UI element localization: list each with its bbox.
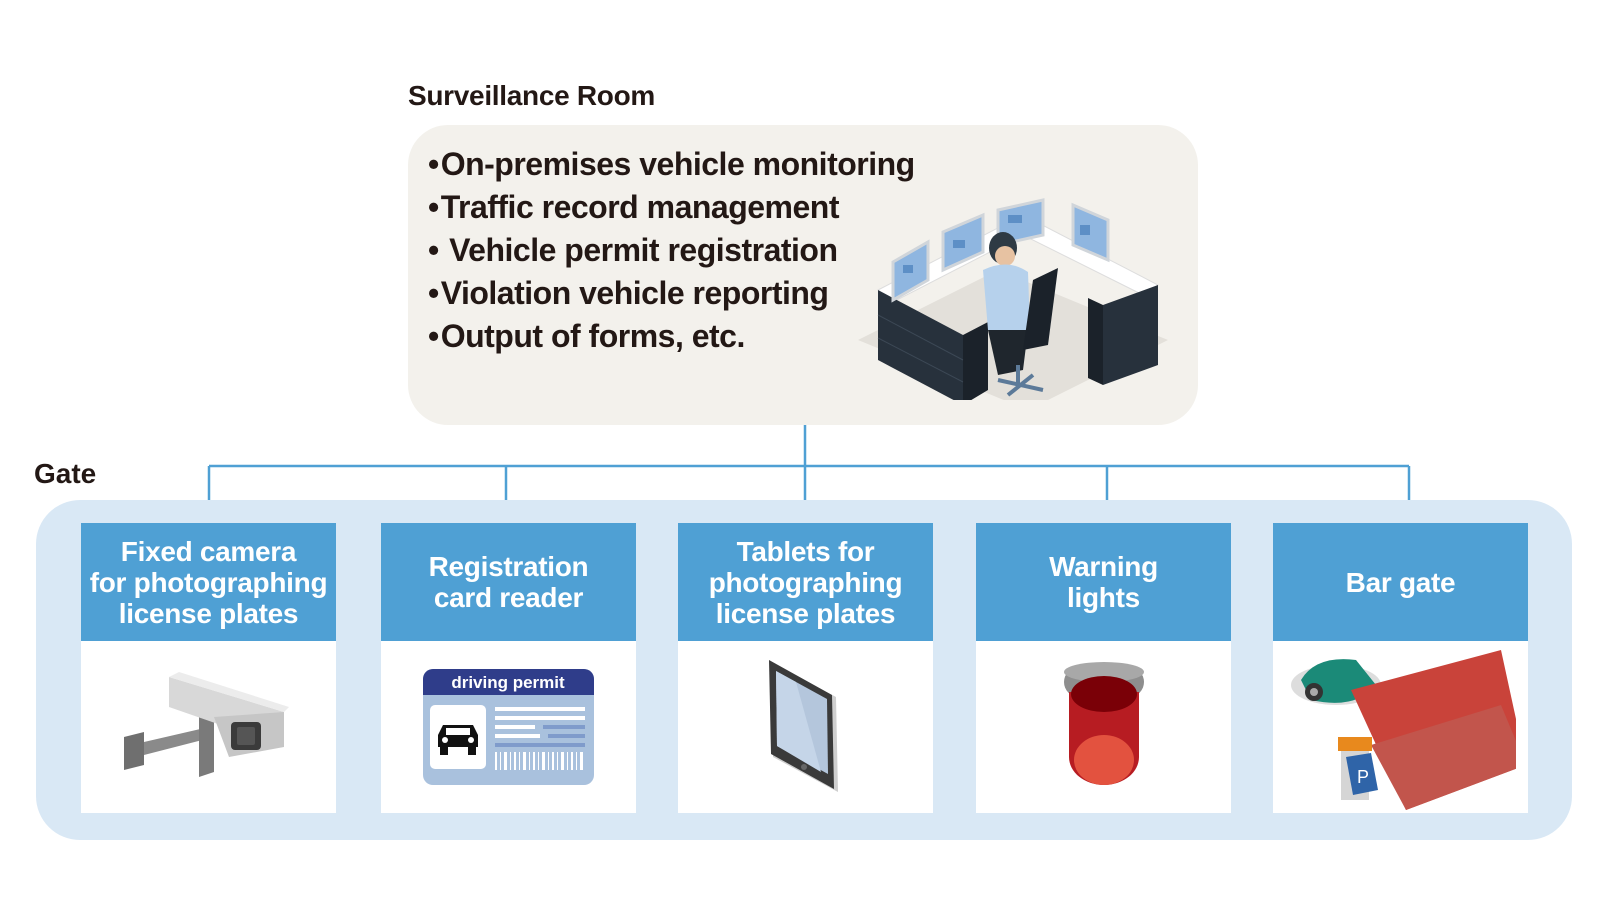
device-card-registration-card-reader: Registration card reader driving permit bbox=[381, 523, 636, 813]
room-function-item: Violation vehicle reporting bbox=[428, 272, 915, 315]
parking-sign-text: P bbox=[1356, 767, 1368, 787]
device-card-fixed-camera: Fixed camera for photographing license p… bbox=[81, 523, 336, 813]
device-card-header: Tablets for photographing license plates bbox=[678, 523, 933, 641]
device-label: Registration card reader bbox=[428, 551, 589, 613]
device-card-tablet: Tablets for photographing license plates bbox=[678, 523, 933, 813]
gate-title: Gate bbox=[34, 458, 97, 489]
device-card-header: Warning lights bbox=[976, 523, 1231, 641]
bar-gate-icon: P bbox=[1290, 649, 1516, 810]
device-label: Tablets for photographing license plates bbox=[708, 535, 903, 629]
device-card-header: Bar gate bbox=[1273, 523, 1528, 641]
room-function-item: On-premises vehicle monitoring bbox=[428, 143, 915, 186]
device-label: Fixed camera for photographing license p… bbox=[89, 535, 328, 629]
room-function-item: Traffic record management bbox=[428, 186, 915, 229]
card-title-text: driving permit bbox=[451, 673, 565, 692]
device-card-header: Fixed camera for photographing license p… bbox=[81, 523, 336, 641]
surveillance-room-title: Surveillance Room bbox=[408, 80, 655, 111]
driving-permit-card-icon: driving permit bbox=[423, 669, 594, 785]
device-card-bar-gate: Bar gate P bbox=[1273, 523, 1528, 813]
surveillance-room-panel: On-premises vehicle monitoring Traffic r… bbox=[408, 125, 1198, 425]
room-function-item: Output of forms, etc. bbox=[428, 315, 915, 358]
device-label: Bar gate bbox=[1345, 566, 1456, 598]
tablet-icon bbox=[768, 660, 838, 792]
warning-light-icon bbox=[1063, 662, 1144, 785]
device-card-warning-lights: Warning lights bbox=[976, 523, 1231, 813]
room-function-list: On-premises vehicle monitoring Traffic r… bbox=[428, 143, 915, 358]
cctv-camera-icon bbox=[123, 672, 289, 777]
device-label: Warning lights bbox=[1049, 551, 1158, 613]
room-function-item: Vehicle permit registration bbox=[428, 229, 915, 272]
operator-desk-illustration bbox=[858, 198, 1168, 400]
device-card-header: Registration card reader bbox=[381, 523, 636, 641]
